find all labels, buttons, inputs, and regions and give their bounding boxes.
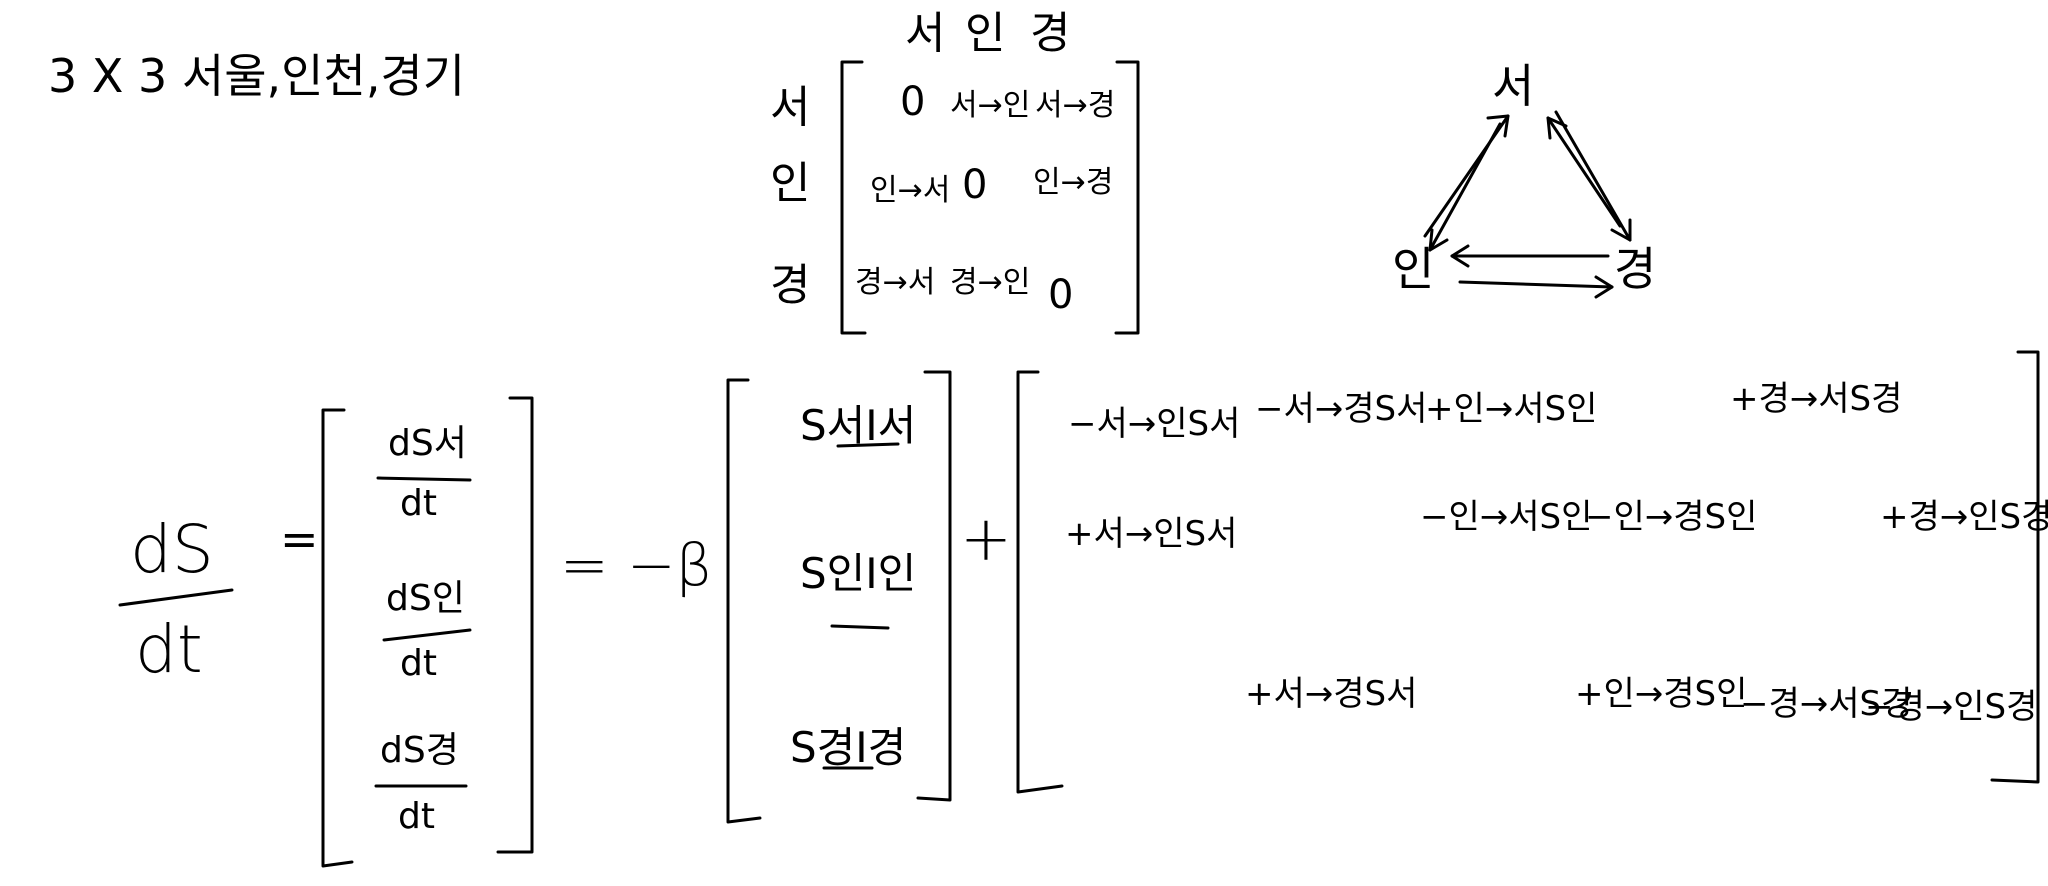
matrix-col-header-seo: 서	[905, 8, 945, 59]
flow-term: −인→서S인	[1420, 497, 1592, 537]
matrix-cell: 인→서	[870, 173, 950, 208]
arrowhead-gyeong-to-in	[1450, 244, 1470, 268]
vec-right-bracket	[496, 396, 534, 854]
vec-den: dt	[400, 483, 437, 524]
arrowhead-seo-to-gyeong	[1610, 218, 1632, 242]
matrix-cell: 서→인	[950, 88, 1030, 123]
flow-left-bracket	[1016, 370, 1064, 794]
flow-term: +서→인S서	[1065, 514, 1237, 554]
matrix-left-bracket	[840, 60, 867, 335]
lhs-denominator: dt	[135, 611, 203, 688]
infect-term: S경I경	[790, 723, 906, 772]
vec-num: dS서	[388, 423, 467, 464]
arrowhead-gyeong-to-seo	[1546, 116, 1568, 140]
matrix-cell: 0	[962, 162, 987, 208]
flow-term: −경→서S경	[1740, 684, 1912, 724]
infect-term: S서I서	[800, 401, 916, 450]
flow-term: −서→경S서	[1255, 389, 1427, 429]
flow-term: −서→인S서	[1068, 404, 1240, 444]
matrix-col-header-gyeong: 경	[1030, 8, 1070, 59]
matrix-cell: 0	[1048, 272, 1073, 318]
flow-term: +인→서S인	[1425, 389, 1597, 429]
flow-term: +인→경S인	[1575, 674, 1747, 714]
matrix-row-header-in: 인	[770, 158, 810, 209]
vec-den: dt	[398, 796, 435, 837]
infect-right-bracket	[916, 370, 952, 802]
matrix-col-header-in: 인	[965, 8, 1005, 59]
plus-sign: +	[960, 502, 1012, 575]
graph-node-seo: 서	[1492, 59, 1534, 113]
matrix-cell: 서→경	[1035, 88, 1115, 123]
arrow-seo-to-in	[1428, 122, 1502, 252]
flow-term: −경→인S경	[1865, 687, 2037, 727]
vec-left-bracket	[321, 408, 354, 868]
graph-node-gyeong: 경	[1614, 242, 1656, 296]
flow-term: +서→경S서	[1245, 674, 1417, 714]
graph-node-in: 인	[1392, 242, 1434, 296]
matrix-cell: 인→경	[1033, 165, 1113, 200]
matrix-right-bracket	[1114, 60, 1140, 335]
arrow-gyeong-to-seo	[1546, 116, 1622, 228]
flow-term: +경→서S경	[1730, 379, 1902, 419]
lhs-numerator: dS	[130, 511, 214, 588]
matrix-cell: 경→인	[950, 265, 1030, 300]
flow-term: +경→인S경	[1880, 497, 2048, 537]
vec-den: dt	[400, 643, 437, 684]
equals-sign: =	[280, 512, 319, 566]
infect-term: S인I인	[800, 549, 916, 598]
equals-minus-beta: = −β	[560, 531, 713, 599]
vec-frac-bar-2	[382, 628, 472, 642]
matrix-row-header-seo: 서	[770, 82, 810, 133]
matrix-row-header-gyeong: 경	[770, 260, 810, 311]
flow-right-bracket	[1990, 350, 2040, 784]
vec-frac-bar-1	[376, 476, 472, 482]
vec-num: dS인	[386, 578, 465, 619]
page-title: 3 X 3 서울,인천,경기	[48, 49, 466, 103]
flow-term: −인→경S인	[1585, 497, 1757, 537]
lhs-fraction-bar	[118, 588, 234, 607]
arrowhead-seo-to-in	[1428, 228, 1449, 252]
arrow-seo-to-gyeong	[1554, 110, 1632, 242]
matrix-cell: 경→서	[855, 265, 935, 300]
matrix-cell: 0	[900, 79, 925, 125]
arrow-in-to-gyeong	[1458, 280, 1614, 289]
arrowhead-in-to-seo	[1486, 114, 1510, 138]
infect-left-bracket	[726, 378, 762, 824]
vec-num: dS경	[380, 730, 459, 771]
arrowhead-in-to-gyeong	[1594, 275, 1614, 299]
